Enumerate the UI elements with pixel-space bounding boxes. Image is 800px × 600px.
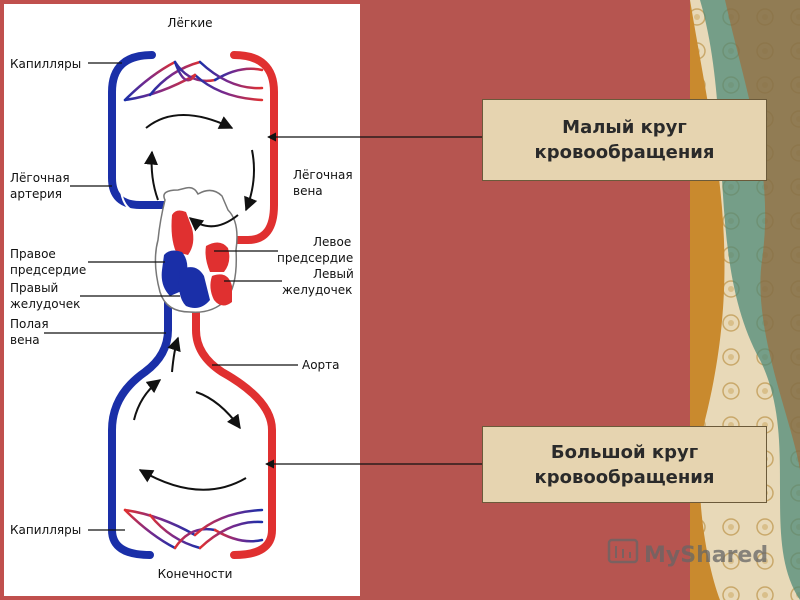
limbs-label: Конечности — [158, 567, 233, 581]
right-ventricle — [178, 267, 210, 308]
left-atrium — [205, 242, 230, 272]
systemic-circulation-callout: Большой круг кровообращения — [482, 426, 767, 503]
pulmonary-vein-vessel — [228, 51, 278, 244]
watermark-logo-icon — [607, 538, 639, 564]
flow-arrows — [133, 114, 258, 491]
left-atrium-label-2: предсердие — [277, 251, 353, 265]
diagram-labels: Лёгкие Капилляры Лёгочная артерия Лёгочн… — [10, 16, 354, 581]
aorta-label: Аорта — [302, 358, 340, 372]
systemic-circulation-callout-line-2: кровообращения — [534, 466, 715, 488]
lung-capillaries — [123, 60, 264, 102]
vena-cava-label-1: Полая — [10, 317, 49, 331]
systemic-circulation-callout-line-1: Большой круг — [550, 441, 699, 463]
circulation-diagram — [108, 51, 278, 559]
left-atrium-label-1: Левое — [313, 235, 351, 249]
aortic-arch — [171, 210, 194, 255]
watermark-text: MyShared — [644, 543, 768, 568]
vena-cava-label-2: вена — [10, 333, 40, 347]
callout-connectors — [265, 132, 482, 469]
pulmonary-artery-label-2: артерия — [10, 187, 62, 201]
capillaries-top-label: Капилляры — [10, 57, 81, 71]
label-leader-lines — [44, 62, 298, 531]
pulmonary-artery-vessel — [108, 51, 174, 209]
pulmonary-artery-label-1: Лёгочная — [10, 171, 70, 185]
aorta-vessel — [192, 296, 276, 559]
pulmonary-circulation-callout: Малый круг кровообращения — [482, 99, 767, 181]
pulmonary-circulation-callout-line-1: Малый круг — [562, 117, 687, 138]
left-ventricle-label-1: Левый — [313, 267, 354, 281]
content-band — [360, 0, 690, 600]
pulmonary-vein-label-2: вена — [293, 184, 323, 198]
limb-capillaries — [123, 508, 264, 550]
pulmonary-vein-label-1: Лёгочная — [293, 168, 353, 182]
vena-cava-vessel — [108, 296, 172, 559]
left-ventricle — [210, 274, 232, 306]
decorative-panel — [690, 0, 800, 600]
right-ventricle-label-2: желудочек — [10, 297, 80, 311]
left-ventricle-label-2: желудочек — [282, 283, 352, 297]
lungs-label: Лёгкие — [167, 16, 212, 30]
pulmonary-circulation-callout-line-2: кровообращения — [534, 142, 715, 163]
capillaries-bottom-label: Капилляры — [10, 523, 81, 537]
right-atrium-label-1: Правое — [10, 247, 56, 261]
right-ventricle-label-1: Правый — [10, 281, 58, 295]
heart — [154, 186, 238, 313]
right-atrium-label-2: предсердие — [10, 263, 86, 277]
watermark: MyShared — [607, 538, 768, 568]
